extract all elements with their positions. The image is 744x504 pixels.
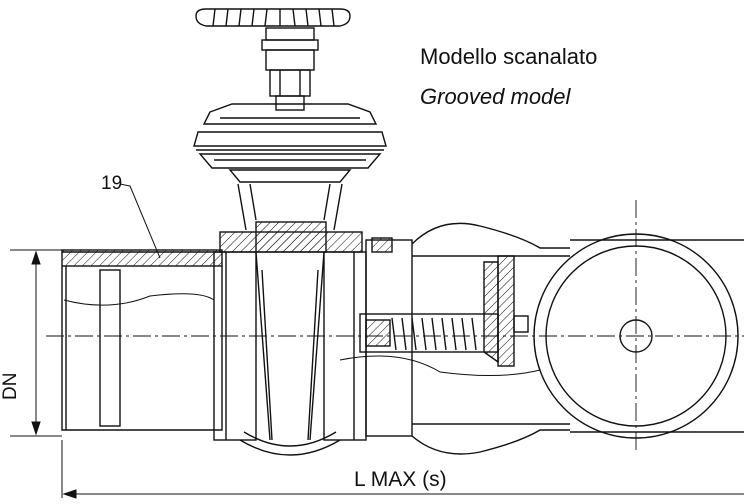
model-title-italian: Modello scanalato	[420, 44, 598, 69]
model-title-english: Grooved model	[420, 84, 571, 109]
gate-body	[213, 183, 367, 456]
stem-nut	[265, 49, 315, 111]
dn-dimension-label: DN	[0, 372, 21, 400]
length-dimension-label: L MAX (s)	[354, 468, 447, 491]
length-dimension	[61, 440, 744, 499]
handwheel	[195, 8, 351, 51]
leader-19	[119, 183, 161, 259]
center-lines	[46, 200, 744, 452]
part-number-label: 19	[101, 173, 123, 194]
inlet-pipe	[61, 249, 223, 431]
bonnet	[193, 103, 387, 183]
dn-dimension	[10, 249, 62, 437]
check-valve-body	[339, 222, 570, 455]
